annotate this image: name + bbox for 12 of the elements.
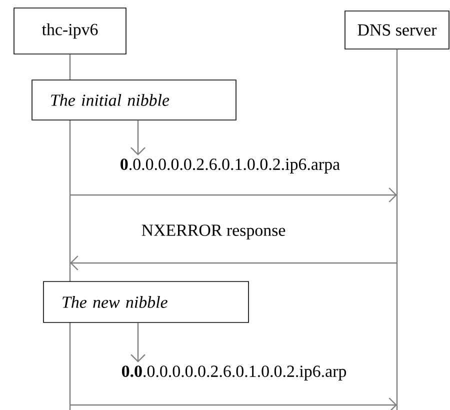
message-arrow <box>70 256 397 270</box>
message-arrow <box>70 188 397 202</box>
message-text: 0.0.0.0.0.0.0.2.6.0.1.0.0.2.ip6.arp <box>122 366 346 380</box>
arrow <box>130 120 146 156</box>
edge-label: NXERROR response <box>142 224 286 240</box>
participant-box: thc-ipv6 <box>14 8 126 54</box>
participant-box: DNS server <box>344 10 450 50</box>
message-text: 0.0.0.0.0.0.2.6.0.1.0.0.2.ip6.arpa <box>120 158 340 174</box>
arrow <box>130 322 146 362</box>
note-box: The initial nibble <box>32 80 236 120</box>
note-box: The new nibble <box>43 281 249 323</box>
message-arrow <box>70 398 397 410</box>
